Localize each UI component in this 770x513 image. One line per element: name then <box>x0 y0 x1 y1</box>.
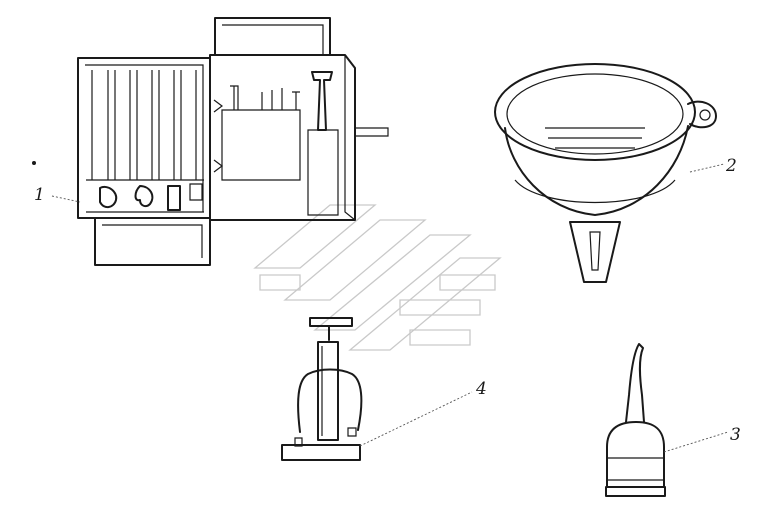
callout-label-1: 1 <box>34 185 45 205</box>
callout-label-3: 3 <box>730 425 741 445</box>
tool-box-open <box>77 17 389 266</box>
oil-can <box>605 343 666 497</box>
callout-label-2: 2 <box>725 156 737 176</box>
callout-3: 3 <box>663 425 741 453</box>
callout-label-4: 4 <box>475 379 487 399</box>
callout-2: 2 <box>689 156 737 176</box>
tire-pump <box>281 317 363 461</box>
callout-4: 4 <box>359 379 487 447</box>
callout-1: 1 <box>34 185 81 205</box>
watermark-logo <box>253 204 502 351</box>
stray-dot <box>32 161 36 165</box>
oil-funnel <box>494 63 717 283</box>
